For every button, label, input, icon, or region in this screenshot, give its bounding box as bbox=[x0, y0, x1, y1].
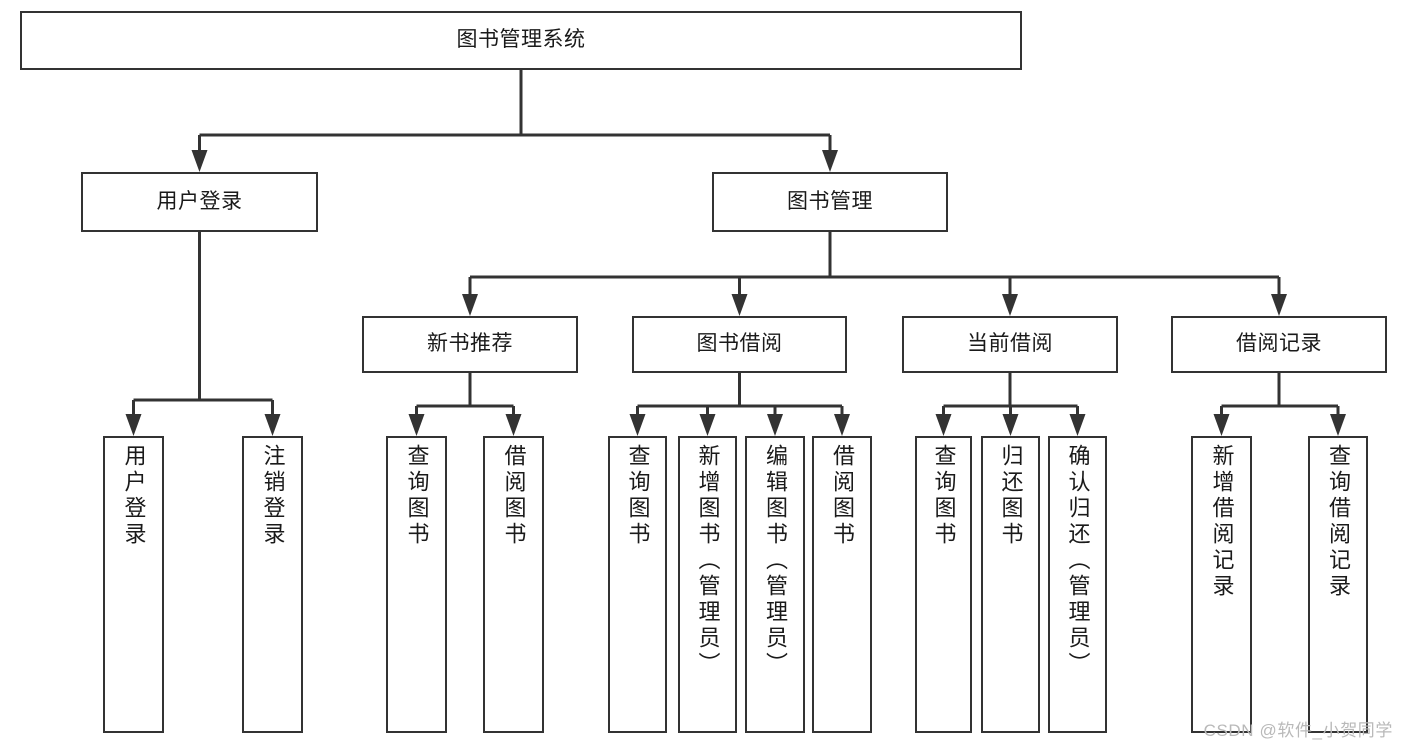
node-label: 查询图书 bbox=[931, 444, 957, 548]
node-label: 用户登录 bbox=[156, 189, 243, 213]
node-label: 归还图书 bbox=[998, 444, 1024, 548]
node-label: 新增图书（管理员） bbox=[695, 444, 721, 678]
connector-arrowhead bbox=[699, 414, 716, 436]
node-leaf-rec-query-book[interactable]: 查询图书 bbox=[386, 436, 447, 733]
connector-arrowhead bbox=[408, 414, 425, 436]
node-leaf-bb-borrow-book[interactable]: 借阅图书 bbox=[812, 436, 872, 733]
node-book-manage[interactable]: 图书管理 bbox=[712, 172, 948, 232]
node-leaf-cb-return-book[interactable]: 归还图书 bbox=[981, 436, 1040, 733]
connector-arrowhead bbox=[462, 294, 478, 316]
connector-arrowhead bbox=[505, 414, 522, 436]
node-leaf-user-login[interactable]: 用户登录 bbox=[103, 436, 164, 733]
node-new-book-rec[interactable]: 新书推荐 bbox=[362, 316, 578, 373]
node-leaf-bb-add-book[interactable]: 新增图书（管理员） bbox=[678, 436, 737, 733]
node-label: 新增借阅记录 bbox=[1209, 444, 1235, 600]
node-label: 借阅记录 bbox=[1236, 332, 1322, 356]
node-leaf-cb-query-book[interactable]: 查询图书 bbox=[915, 436, 972, 733]
node-label: 当前借阅 bbox=[967, 332, 1053, 356]
node-label: 注销登录 bbox=[260, 444, 286, 548]
node-label: 编辑图书（管理员） bbox=[763, 444, 788, 678]
node-label: 确认归还（管理员） bbox=[1065, 444, 1091, 678]
node-leaf-cb-confirm-return[interactable]: 确认归还（管理员） bbox=[1048, 436, 1107, 733]
connector-arrowhead bbox=[1213, 414, 1230, 436]
connector-arrowhead bbox=[264, 414, 281, 436]
node-label: 图书管理 bbox=[787, 189, 873, 213]
connector-arrowhead bbox=[125, 414, 142, 436]
node-label: 借阅图书 bbox=[501, 444, 527, 548]
connector-arrowhead bbox=[834, 414, 850, 436]
node-user-login[interactable]: 用户登录 bbox=[81, 172, 318, 232]
node-root[interactable]: 图书管理系统 bbox=[20, 11, 1022, 70]
connector-arrowhead bbox=[629, 414, 646, 436]
node-label: 用户登录 bbox=[121, 444, 147, 548]
node-leaf-rec-borrow-book[interactable]: 借阅图书 bbox=[483, 436, 544, 733]
watermark-text: CSDN @软件_小贺同学 bbox=[1203, 721, 1393, 740]
node-label: 新书推荐 bbox=[427, 332, 513, 356]
connector-arrowhead bbox=[731, 294, 748, 316]
connector-arrowhead bbox=[1330, 414, 1346, 436]
connector-arrowhead bbox=[822, 150, 838, 172]
node-label: 查询借阅记录 bbox=[1326, 444, 1351, 600]
node-leaf-bb-edit-book[interactable]: 编辑图书（管理员） bbox=[745, 436, 805, 733]
node-label: 图书借阅 bbox=[696, 332, 783, 356]
connector-arrowhead bbox=[935, 414, 952, 436]
node-leaf-br-add-record[interactable]: 新增借阅记录 bbox=[1191, 436, 1252, 733]
connector-arrowhead bbox=[1069, 414, 1086, 436]
connector-arrowhead bbox=[1002, 414, 1019, 436]
node-leaf-br-query-record[interactable]: 查询借阅记录 bbox=[1308, 436, 1368, 733]
node-label: 图书管理系统 bbox=[456, 28, 586, 52]
connector-arrowhead bbox=[767, 414, 783, 436]
connector-arrowhead bbox=[1271, 294, 1287, 316]
node-label: 查询图书 bbox=[404, 444, 430, 548]
node-borrow-record[interactable]: 借阅记录 bbox=[1171, 316, 1387, 373]
node-leaf-user-logout[interactable]: 注销登录 bbox=[242, 436, 303, 733]
node-label: 查询图书 bbox=[625, 444, 651, 548]
node-leaf-bb-query-book[interactable]: 查询图书 bbox=[608, 436, 667, 733]
node-label: 借阅图书 bbox=[830, 444, 855, 548]
connector-arrowhead bbox=[191, 150, 208, 172]
node-book-borrow[interactable]: 图书借阅 bbox=[632, 316, 847, 373]
connector-arrowhead bbox=[1002, 294, 1018, 316]
node-current-borrow[interactable]: 当前借阅 bbox=[902, 316, 1118, 373]
